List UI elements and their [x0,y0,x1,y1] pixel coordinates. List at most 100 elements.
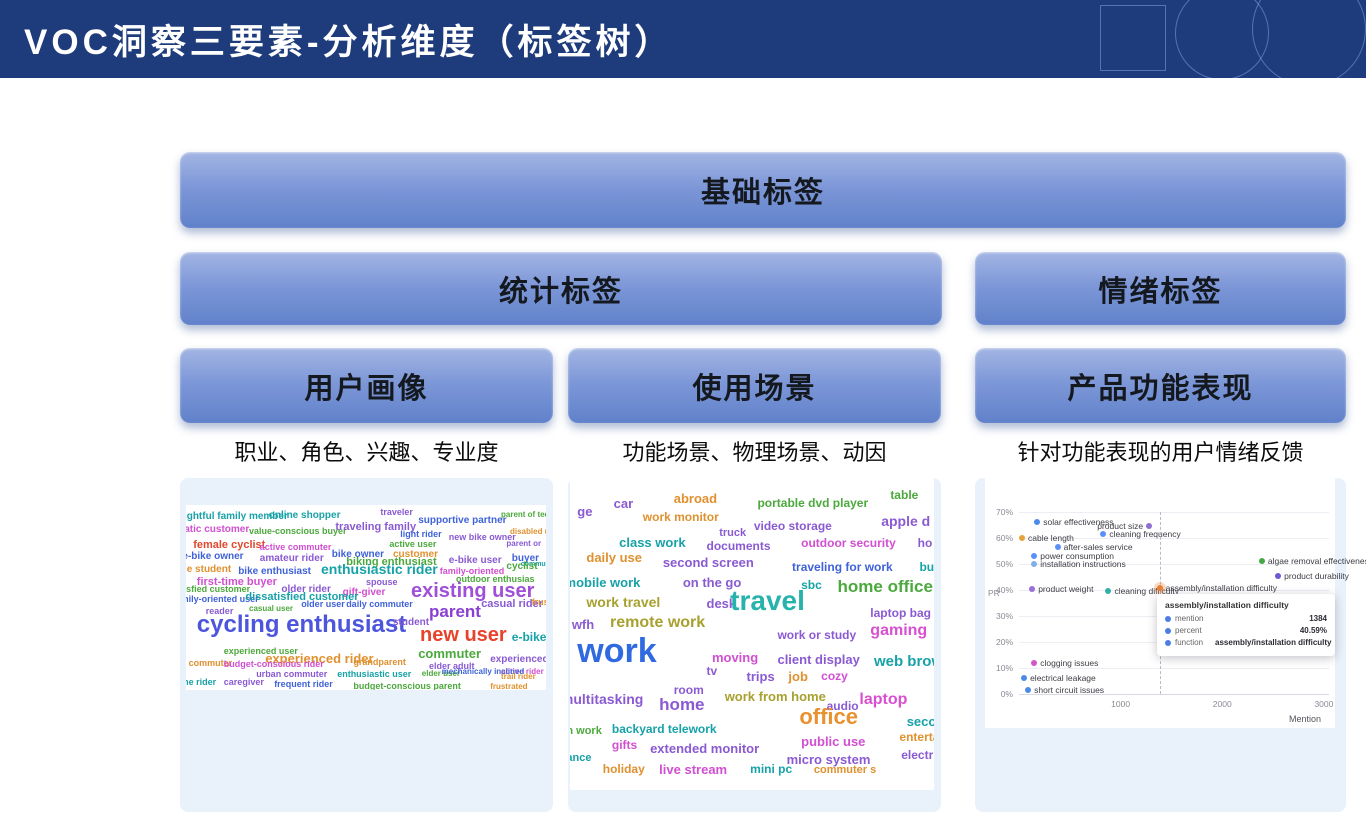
wordcloud-word: student [393,616,430,628]
scatter-point-label: after-sales service [1063,542,1133,553]
wordcloud-word: atic customer [186,524,250,536]
scatter-point [1034,519,1041,526]
wordcloud-word: customer [393,549,439,561]
decorative-square-outline [1100,5,1166,71]
y-axis-label: PR [988,588,1000,598]
scatter-point-label: product durability [1284,570,1349,581]
scatter-point-label: solar effectiveness [1043,517,1114,528]
usage-scenario-box: 使用场景 [568,348,941,423]
wordcloud-word: enthusiastic rider [321,561,438,578]
tooltip-row: function assembly/installation difficult… [1165,638,1332,647]
wordcloud-word: grandparent [353,656,406,667]
scatter-point-label: short circuit issues [1034,685,1105,696]
scatter-point [1031,659,1038,666]
wordcloud-word: electr [901,748,934,763]
wordcloud-word: client display [777,651,860,667]
wordcloud-word: casual rider [481,598,543,611]
gridline [1019,668,1329,669]
wordcloud-word: new bike owner [448,531,516,542]
wordcloud-word: desk [706,595,737,611]
gridline [1019,538,1329,539]
y-tick-label: 50% [995,559,1013,569]
wordcloud-word: new user [420,624,507,647]
scatter-point [1029,585,1036,592]
wordcloud-word: amateur rider [259,553,324,565]
wordcloud-word: parent [429,602,481,622]
wordcloud-word: e-bike [511,629,546,644]
wordcloud-word: backyard telework [611,721,717,736]
wordcloud-word: ge [577,503,593,519]
wordcloud-word: work [577,632,657,670]
wordcloud-word: outdoor security [801,536,896,551]
wordcloud-word: documents [706,539,771,554]
y-tick-label: 70% [995,507,1013,517]
wordcloud-word: ge student [186,564,232,576]
wordcloud-word: car [613,495,634,511]
tooltip-row-value: 40.59% [1299,626,1327,635]
wordcloud-word: caregiver [223,676,264,687]
scatter-point [1019,535,1026,541]
wordcloud-word: enterta [899,729,934,744]
wordcloud-word: casual user [249,603,294,613]
wordcloud-word: commuter s [813,764,877,777]
wordcloud-word: traveling family [335,520,417,533]
wordcloud-word: traveling for work [792,559,893,574]
wordcloud-word: live stream [659,762,728,778]
wordcloud-word: online shopper [268,510,341,522]
y-tick-label: 0% [1000,689,1013,699]
scatter-point-label: product weight [1038,583,1094,594]
tooltip-row: percent 40.59% [1165,626,1327,635]
product-performance-box: 产品功能表现 [975,348,1346,423]
bullet-icon [1165,615,1171,622]
wordcloud-word: active commuter [259,541,332,552]
header-banner: VOC洞察三要素-分析维度（标签树） [0,0,1366,78]
wordcloud-word: travel [730,585,805,617]
wordcloud-word: enthusiastic user [337,668,412,679]
wordcloud-word: e-bike owner [186,551,244,563]
scatter-point [1025,687,1032,694]
scatter-point [1156,585,1163,592]
wordcloud-word: bike owner [331,549,385,561]
scatter-point-label: product size [1097,521,1144,532]
scatter-point-label: cleaning difficulty [1114,586,1180,597]
bullet-icon [1165,627,1171,634]
scatter-point [1031,553,1038,560]
tooltip-row: mention 1384 [1165,614,1327,623]
wordcloud-word: truck [719,526,747,539]
scatter-point [1275,572,1282,579]
wordcloud-word: gifts [611,737,638,752]
wordcloud-word: existing user [411,579,535,602]
wordcloud-word: traveler [380,506,413,517]
wordcloud-word: n work [570,725,602,738]
wordcloud-word: moving [711,650,759,666]
tooltip-row-value: 1384 [1309,614,1327,623]
scatter-point-label: algae removal effectiveness [1267,556,1366,567]
wordcloud-word: busi [919,559,934,574]
wordcloud-word: frustr [531,596,546,607]
wordcloud-word: laptop bag [870,606,931,621]
wordcloud-word: ance [570,751,592,764]
wordcloud-word: work monitor [642,509,719,524]
gridline [1019,564,1329,565]
scatter-point [1031,561,1038,567]
wordcloud-word: experienced [490,653,546,665]
scatter-point-label: electrical leakage [1030,673,1096,684]
wordcloud-word: disabled us [510,527,546,537]
wordcloud-word: work travel [586,594,661,610]
scatter-point [1146,523,1153,530]
wordcloud-word: e-bike user [448,554,502,566]
scatter-point [1258,558,1265,565]
wordcloud-word: web brow [873,653,934,671]
wordcloud-word: ho [917,536,933,551]
scatter-point-label: clogging issues [1040,657,1099,668]
wordcloud-word: female cyclist [193,539,266,552]
wordcloud-word: home office [837,576,933,596]
x-tick-label: 1000 [1111,699,1131,709]
wordcloud-word: frustrated [490,681,528,690]
wordcloud-word: experienced user [223,646,298,657]
wordcloud-word: work or study [777,628,857,643]
scatter-point-label: power consumption [1040,551,1114,562]
wordcloud-word: parent of teen [501,510,546,520]
tooltip-row-label: percent [1175,626,1202,635]
